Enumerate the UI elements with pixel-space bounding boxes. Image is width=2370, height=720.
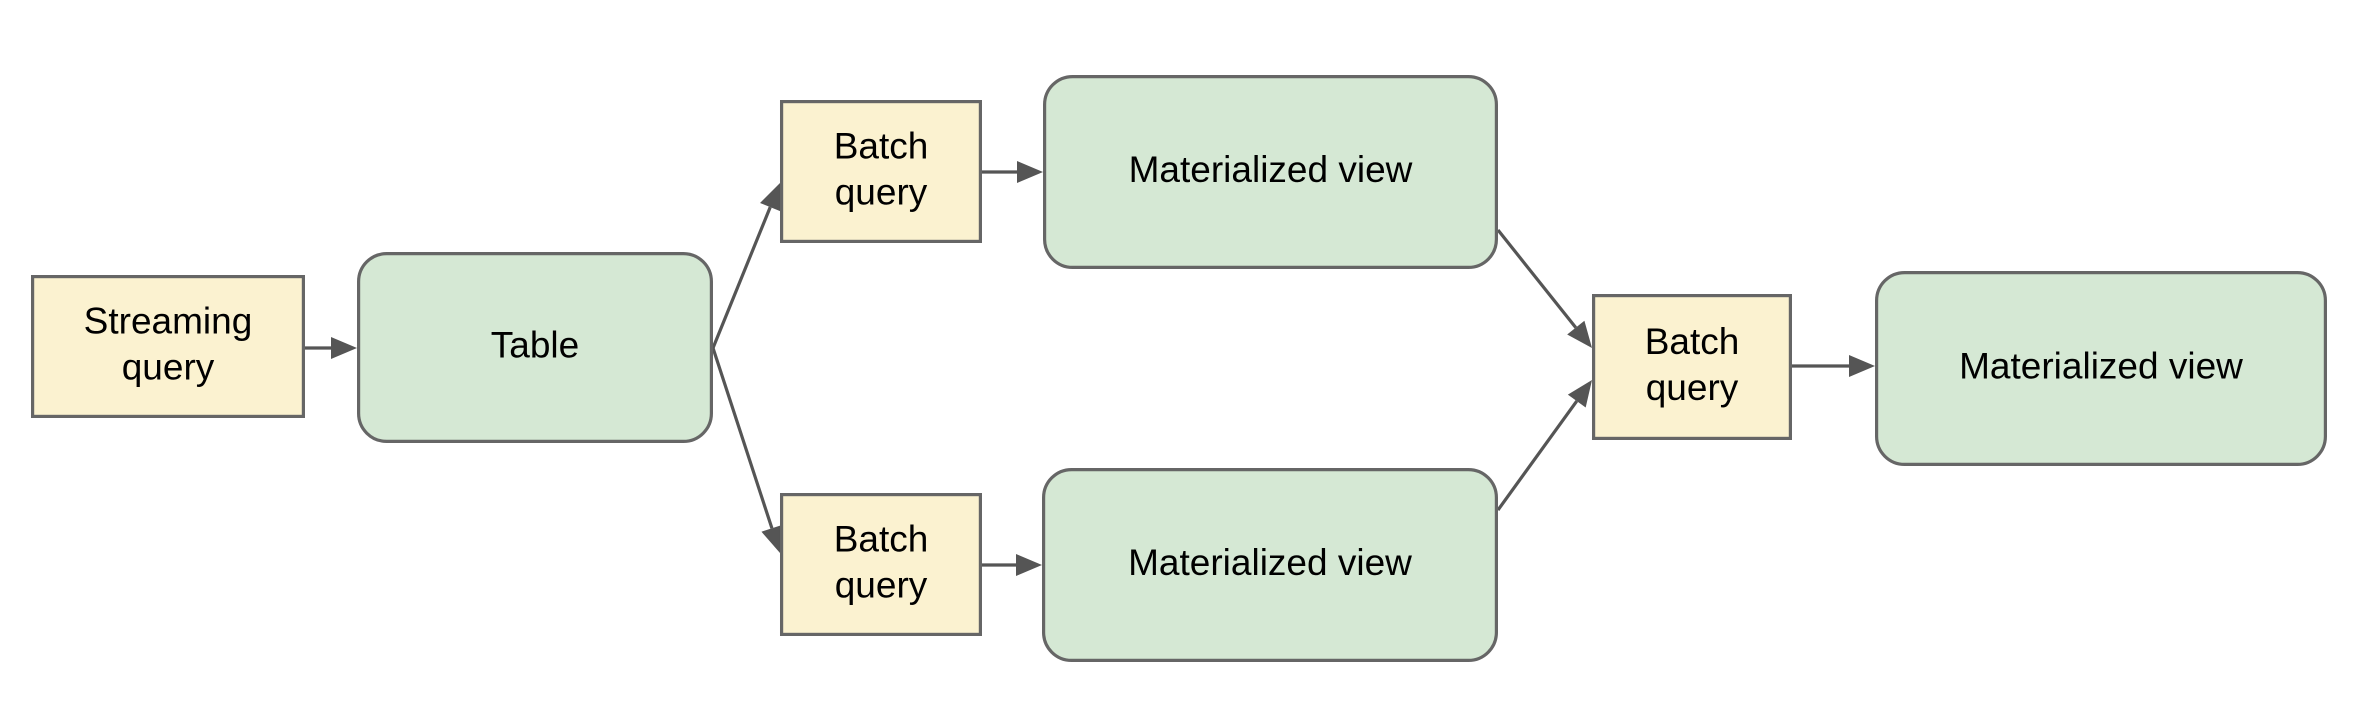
edge-line	[711, 347, 774, 529]
edge-batch-bot-to-view-bot	[982, 554, 1042, 576]
view-box-shape	[1874, 271, 2327, 467]
node-materialized-view-final[interactable]: Materialized view	[1874, 271, 2327, 467]
node-label: Materialized view	[1128, 542, 1412, 583]
edges-layer	[305, 161, 1875, 576]
node-materialized-view-bottom[interactable]: Materialized view	[1041, 468, 1498, 663]
query-box-shape	[30, 275, 305, 419]
edge-table-to-batch-top	[711, 183, 781, 349]
query-box-shape	[779, 493, 982, 637]
query-box-shape	[1591, 294, 1792, 441]
view-box-shape	[357, 252, 713, 444]
edge-join-to-final	[1792, 355, 1875, 377]
view-box-shape	[1042, 74, 1498, 270]
edge-view-top-to-join	[1496, 229, 1592, 348]
edge-line	[1496, 400, 1579, 511]
node-table[interactable]: Table	[357, 252, 713, 444]
edge-arrowhead	[1016, 554, 1042, 576]
view-box-shape	[1041, 468, 1498, 663]
edge-table-to-batch-bottom	[711, 347, 783, 553]
node-label: Materialized view	[1129, 149, 1413, 190]
edge-line	[1496, 229, 1578, 329]
edge-streaming-to-table	[305, 337, 357, 359]
query-box-shape	[779, 99, 982, 244]
node-label: Materialized view	[1959, 345, 2243, 386]
edge-arrowhead	[761, 524, 783, 553]
edge-arrowhead	[331, 337, 357, 359]
edge-arrowhead	[1849, 355, 1875, 377]
edge-arrowhead	[760, 183, 781, 212]
node-materialized-view-top[interactable]: Materialized view	[1042, 74, 1498, 270]
edge-batch-top-to-view-top	[982, 161, 1043, 183]
edge-arrowhead	[1567, 320, 1592, 348]
edge-view-bot-to-join	[1496, 380, 1592, 511]
edge-arrowhead	[1567, 380, 1592, 408]
node-label: Table	[491, 324, 579, 365]
edge-arrowhead	[1017, 161, 1043, 183]
edge-line	[711, 206, 772, 349]
